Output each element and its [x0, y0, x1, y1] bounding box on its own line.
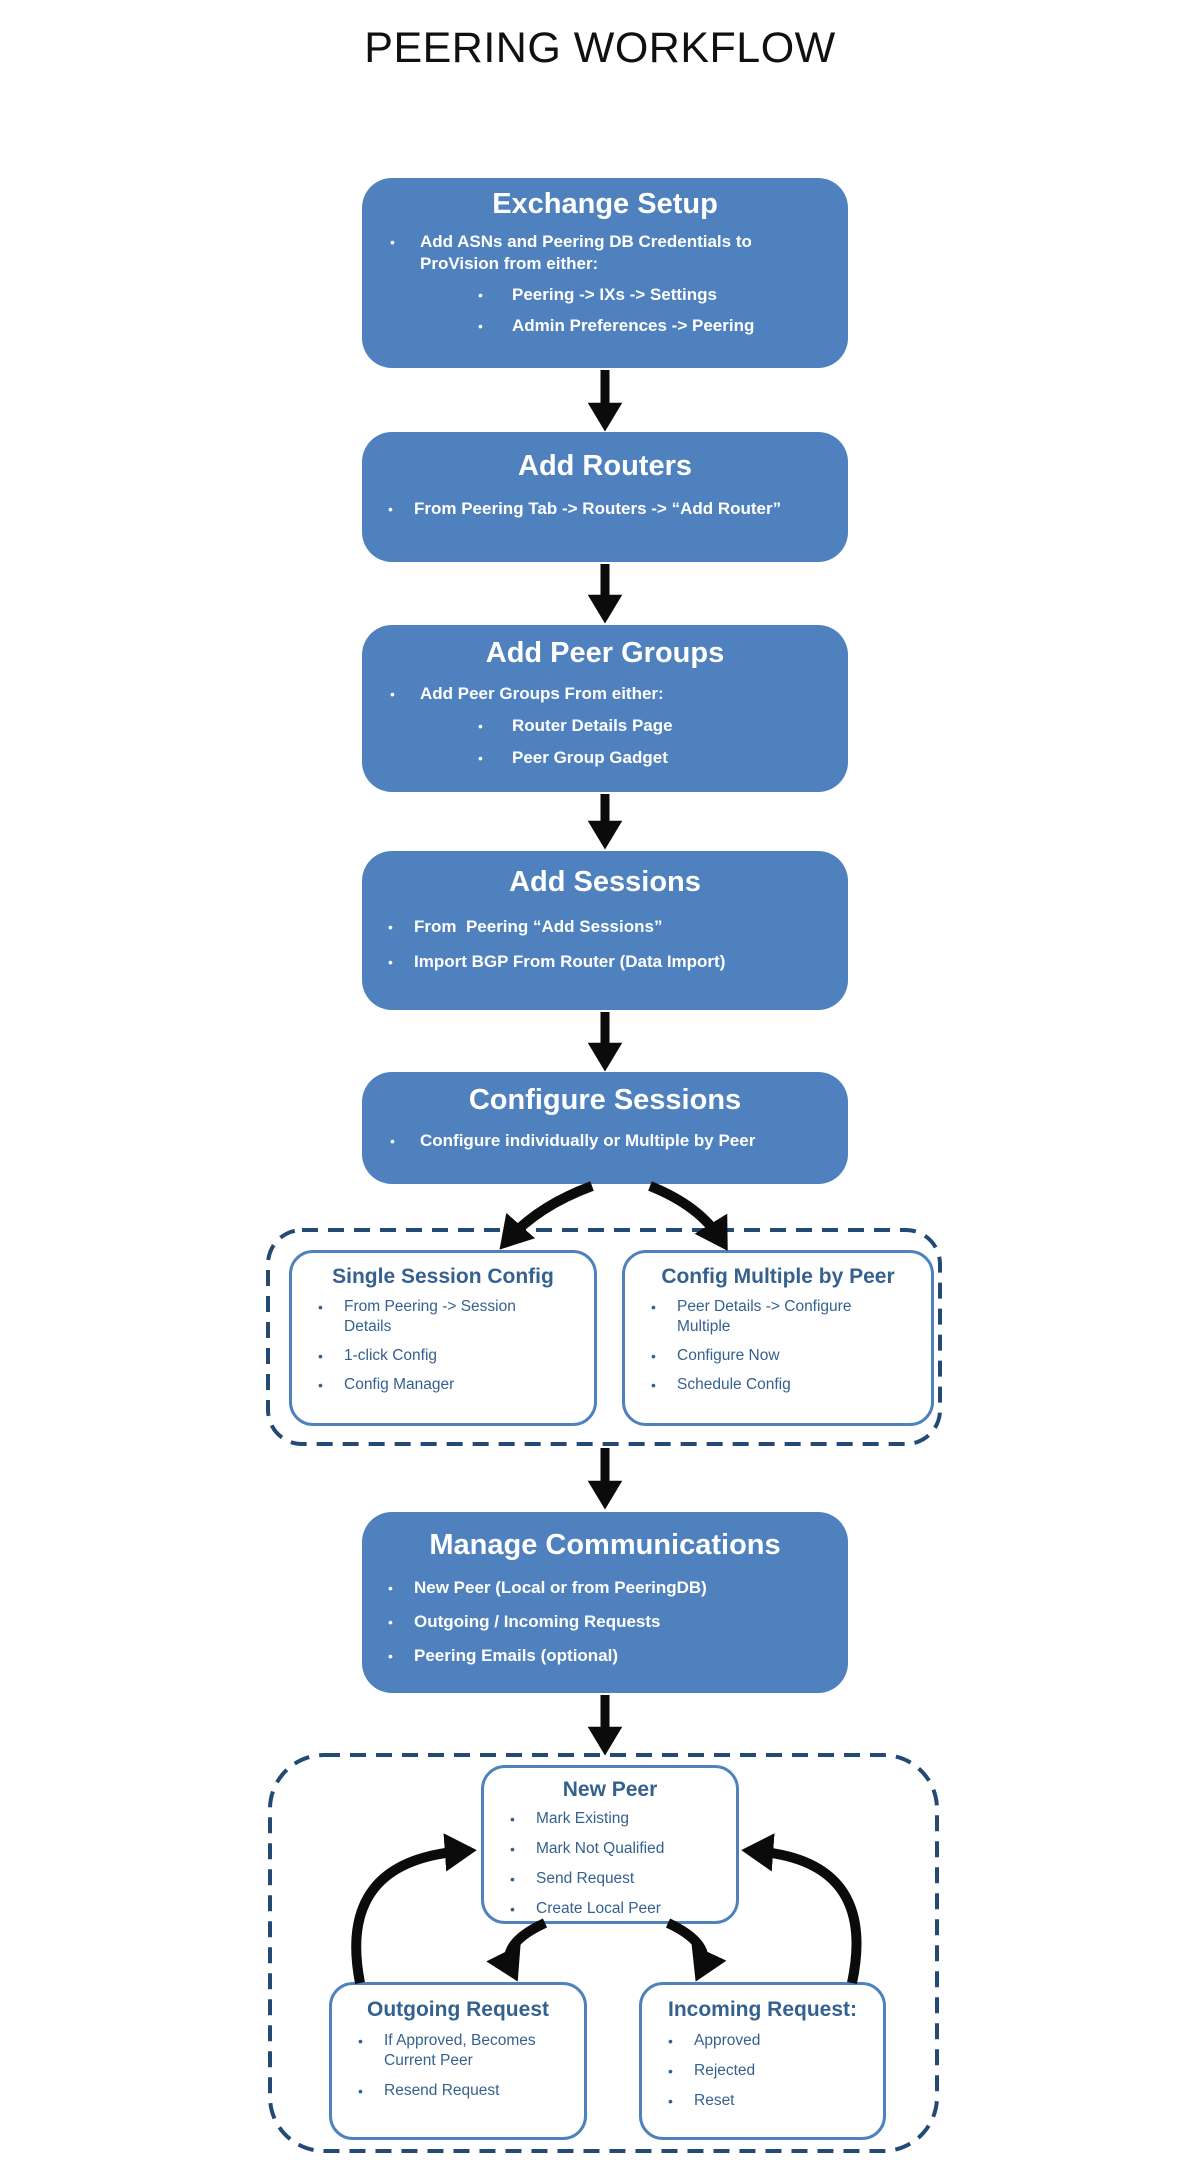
bullet-icon [388, 1645, 414, 1664]
bullet-icon [651, 1346, 677, 1364]
bullet-icon [478, 715, 512, 734]
bullet-item: Create Local Peer [484, 1899, 736, 1919]
node-new-peer: New Peer Mark Existing Mark Not Qualifie… [481, 1765, 739, 1924]
node-title: Add Routers [518, 450, 692, 482]
node-title: Manage Communications [429, 1529, 781, 1561]
bullet-item: 1-click Config [292, 1346, 594, 1366]
bullet-icon [390, 683, 420, 702]
bullet-icon [388, 916, 414, 935]
branch-arrow-right-icon [648, 1181, 728, 1251]
bullet-icon [478, 284, 512, 303]
bullet-icon [390, 231, 420, 250]
bullet-icon [358, 2081, 384, 2099]
bullet-item: From Peering -> Session Details [292, 1297, 594, 1337]
node-title: Single Session Config [332, 1265, 554, 1288]
branch-arrow-left-icon [499, 1181, 594, 1250]
bullet-item: Schedule Config [625, 1375, 931, 1395]
bullet-icon [358, 2031, 384, 2049]
bullet-icon [668, 2031, 694, 2049]
cycle-arrow-up-right-icon [741, 1833, 862, 1985]
bullet-icon [478, 747, 512, 766]
bullet-icon [478, 315, 512, 334]
bullet-icon [668, 2061, 694, 2079]
bullet-item: Rejected [642, 2061, 883, 2081]
bullet-icon [318, 1375, 344, 1393]
bullet-item: Resend Request [332, 2081, 584, 2101]
bullet-item: Configure individually or Multiple by Pe… [362, 1130, 848, 1152]
bullet-icon [318, 1297, 344, 1315]
node-title: Config Multiple by Peer [661, 1265, 895, 1288]
node-add-routers: Add Routers From Peering Tab -> Routers … [362, 432, 848, 562]
node-manage-communications: Manage Communications New Peer (Local or… [362, 1512, 848, 1693]
bullet-icon [651, 1297, 677, 1315]
node-title: Outgoing Request [367, 1998, 549, 2021]
bullet-item: Configure Now [625, 1346, 931, 1366]
node-exchange-setup: Exchange Setup Add ASNs and Peering DB C… [362, 178, 848, 368]
cycle-arrow-down-left-icon [486, 1918, 548, 1982]
bullet-item: Peering -> IXs -> Settings [362, 284, 848, 306]
cycle-arrow-up-left-icon [351, 1833, 477, 1984]
bullet-icon [510, 1809, 536, 1827]
node-add-sessions: Add Sessions From Peering “Add Sessions”… [362, 851, 848, 1010]
node-single-session-config: Single Session Config From Peering -> Se… [289, 1250, 597, 1426]
bullet-item: Peer Details -> Configure Multiple [625, 1297, 931, 1337]
bullet-item: Approved [642, 2031, 883, 2051]
bullet-item: Add ASNs and Peering DB Credentials to P… [362, 231, 848, 275]
bullet-item: Peering Emails (optional) [362, 1645, 848, 1667]
bullet-item: If Approved, Becomes Current Peer [332, 2031, 584, 2071]
bullet-icon [390, 1130, 420, 1149]
node-title: Incoming Request: [667, 1998, 857, 2021]
node-incoming-request: Incoming Request: Approved Rejected Rese… [639, 1982, 886, 2140]
node-title: Add Sessions [509, 866, 701, 898]
bullet-item: Peer Group Gadget [362, 747, 848, 769]
page-title: PEERING WORKFLOW [364, 24, 836, 72]
bullet-item: Mark Not Qualified [484, 1839, 736, 1859]
bullet-item: Config Manager [292, 1375, 594, 1395]
bullet-item: Import BGP From Router (Data Import) [362, 951, 848, 973]
bullet-icon [388, 1577, 414, 1596]
bullet-icon [651, 1375, 677, 1393]
bullet-item: Add Peer Groups From either: [362, 683, 848, 705]
bullet-icon [318, 1346, 344, 1364]
bullet-icon [388, 1611, 414, 1630]
node-add-peer-groups: Add Peer Groups Add Peer Groups From eit… [362, 625, 848, 792]
bullet-item: From Peering Tab -> Routers -> “Add Rout… [362, 498, 848, 520]
bullet-item: New Peer (Local or from PeeringDB) [362, 1577, 848, 1599]
bullet-icon [388, 951, 414, 970]
bullet-item: From Peering “Add Sessions” [362, 916, 848, 938]
node-config-multiple-by-peer: Config Multiple by Peer Peer Details -> … [622, 1250, 934, 1426]
node-title: Configure Sessions [468, 1084, 742, 1116]
bullet-item: Reset [642, 2091, 883, 2111]
node-title: Add Peer Groups [485, 637, 725, 669]
bullet-icon [510, 1839, 536, 1857]
bullet-item: Admin Preferences -> Peering [362, 315, 848, 337]
bullet-icon [510, 1899, 536, 1917]
node-title: Exchange Setup [492, 188, 718, 220]
bullet-icon [510, 1869, 536, 1887]
bullet-icon [668, 2091, 694, 2109]
cycle-arrow-down-right-icon [665, 1918, 727, 1982]
bullet-item: Outgoing / Incoming Requests [362, 1611, 848, 1633]
node-title: New Peer [562, 1778, 658, 1801]
node-outgoing-request: Outgoing Request If Approved, Becomes Cu… [329, 1982, 587, 2140]
bullet-item: Send Request [484, 1869, 736, 1889]
node-configure-sessions: Configure Sessions Configure individuall… [362, 1072, 848, 1184]
bullet-item: Router Details Page [362, 715, 848, 737]
bullet-icon [388, 498, 414, 517]
bullet-item: Mark Existing [484, 1809, 736, 1829]
